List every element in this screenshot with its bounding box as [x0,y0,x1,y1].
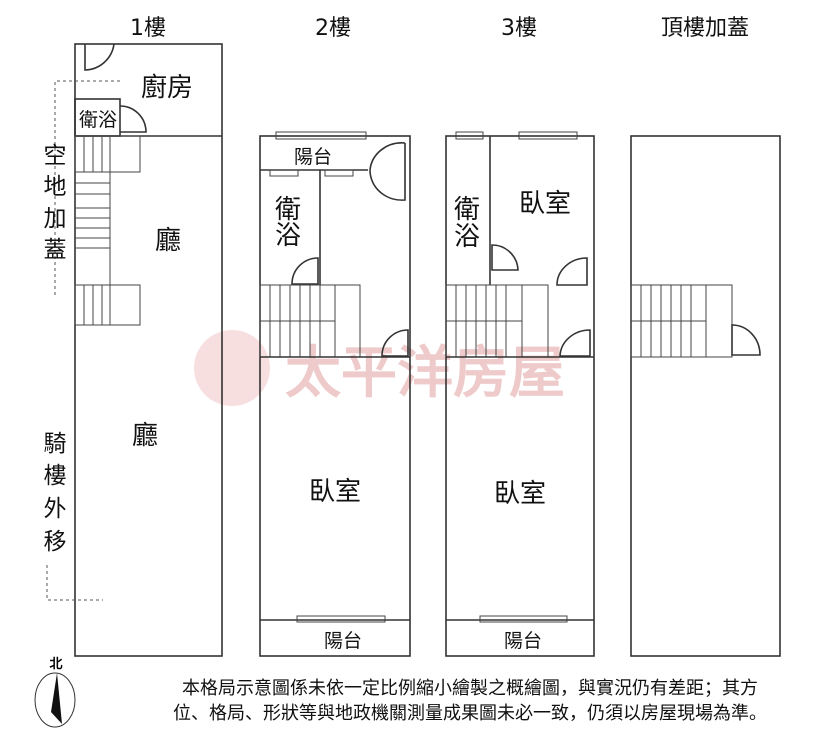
svg-text:騎: 騎 [44,431,67,457]
disclaimer-line-2: 位、格局、形狀等與地政機關測量成果圖未必一致，仍須以房屋現場為準。 [173,703,767,724]
side-label-arcade-shift: 騎 樓 外 移 [44,431,67,555]
door-icon [84,43,115,71]
room-bathroom: 衛 [275,195,301,225]
header-floor-3: 3樓 [501,16,537,41]
room-balcony-top: 陽台 [294,146,332,168]
header-floor-1: 1樓 [130,16,166,41]
stairs-icon [445,284,549,358]
floor-2-plan: 陽台 衛 浴 臥室 陽台 [259,131,411,657]
room-bedroom-top: 臥室 [519,189,571,219]
svg-text:樓: 樓 [44,463,67,489]
door-icon [119,105,147,133]
svg-text:空: 空 [44,143,67,169]
svg-text:移: 移 [44,529,67,555]
watermark: 太平洋房屋 [194,330,565,406]
door-icon [559,329,591,357]
compass-label: 北 [49,657,62,672]
north-compass-icon: 北 [34,657,76,728]
room-living-upper: 廳 [155,226,181,256]
svg-text:蓋: 蓋 [44,237,67,263]
door-icon [491,244,519,271]
room-bathroom: 浴 [275,221,301,251]
disclaimer-line-1: 本格局示意圖係未依一定比例縮小繪製之概繪圖，與實況仍有差距；其方 [182,678,758,699]
room-balcony-bottom: 陽台 [504,630,542,652]
room-bathroom: 衛浴 [79,109,117,131]
room-bathroom: 浴 [454,222,480,252]
room-bedroom: 臥室 [309,477,361,507]
floor-3-plan: 衛 浴 臥室 臥室 陽台 [445,131,595,657]
svg-text:外: 外 [44,496,67,522]
svg-text:加: 加 [44,206,67,232]
door-icon [381,329,409,357]
side-label-yard-addition: 空 地 加 蓋 [44,143,67,263]
header-rooftop: 頂樓加蓋 [661,16,749,41]
header-floor-2: 2樓 [315,16,351,41]
floor-1-plan: 廚房 衛浴 廳 廳 空 地 加 蓋 騎 樓 外 移 [44,43,223,657]
rooftop-plan [630,135,781,657]
svg-text:地: 地 [44,174,67,200]
disclaimer: 本格局示意圖係未依一定比例縮小繪製之概繪圖，與實況仍有差距；其方 位、格局、形狀… [120,676,820,726]
room-kitchen: 廚房 [141,73,193,103]
room-bedroom: 臥室 [494,479,546,509]
stairs-icon [74,135,141,326]
room-balcony-bottom: 陽台 [324,630,362,652]
room-living-lower: 廳 [132,421,158,451]
stairs-icon [630,284,733,358]
door-icon [369,142,406,201]
watermark-logo-icon [194,330,270,406]
door-icon [556,257,588,286]
room-bathroom: 衛 [454,195,480,225]
watermark-text: 太平洋房屋 [285,340,565,406]
door-icon [731,324,761,356]
door-icon [291,257,319,285]
